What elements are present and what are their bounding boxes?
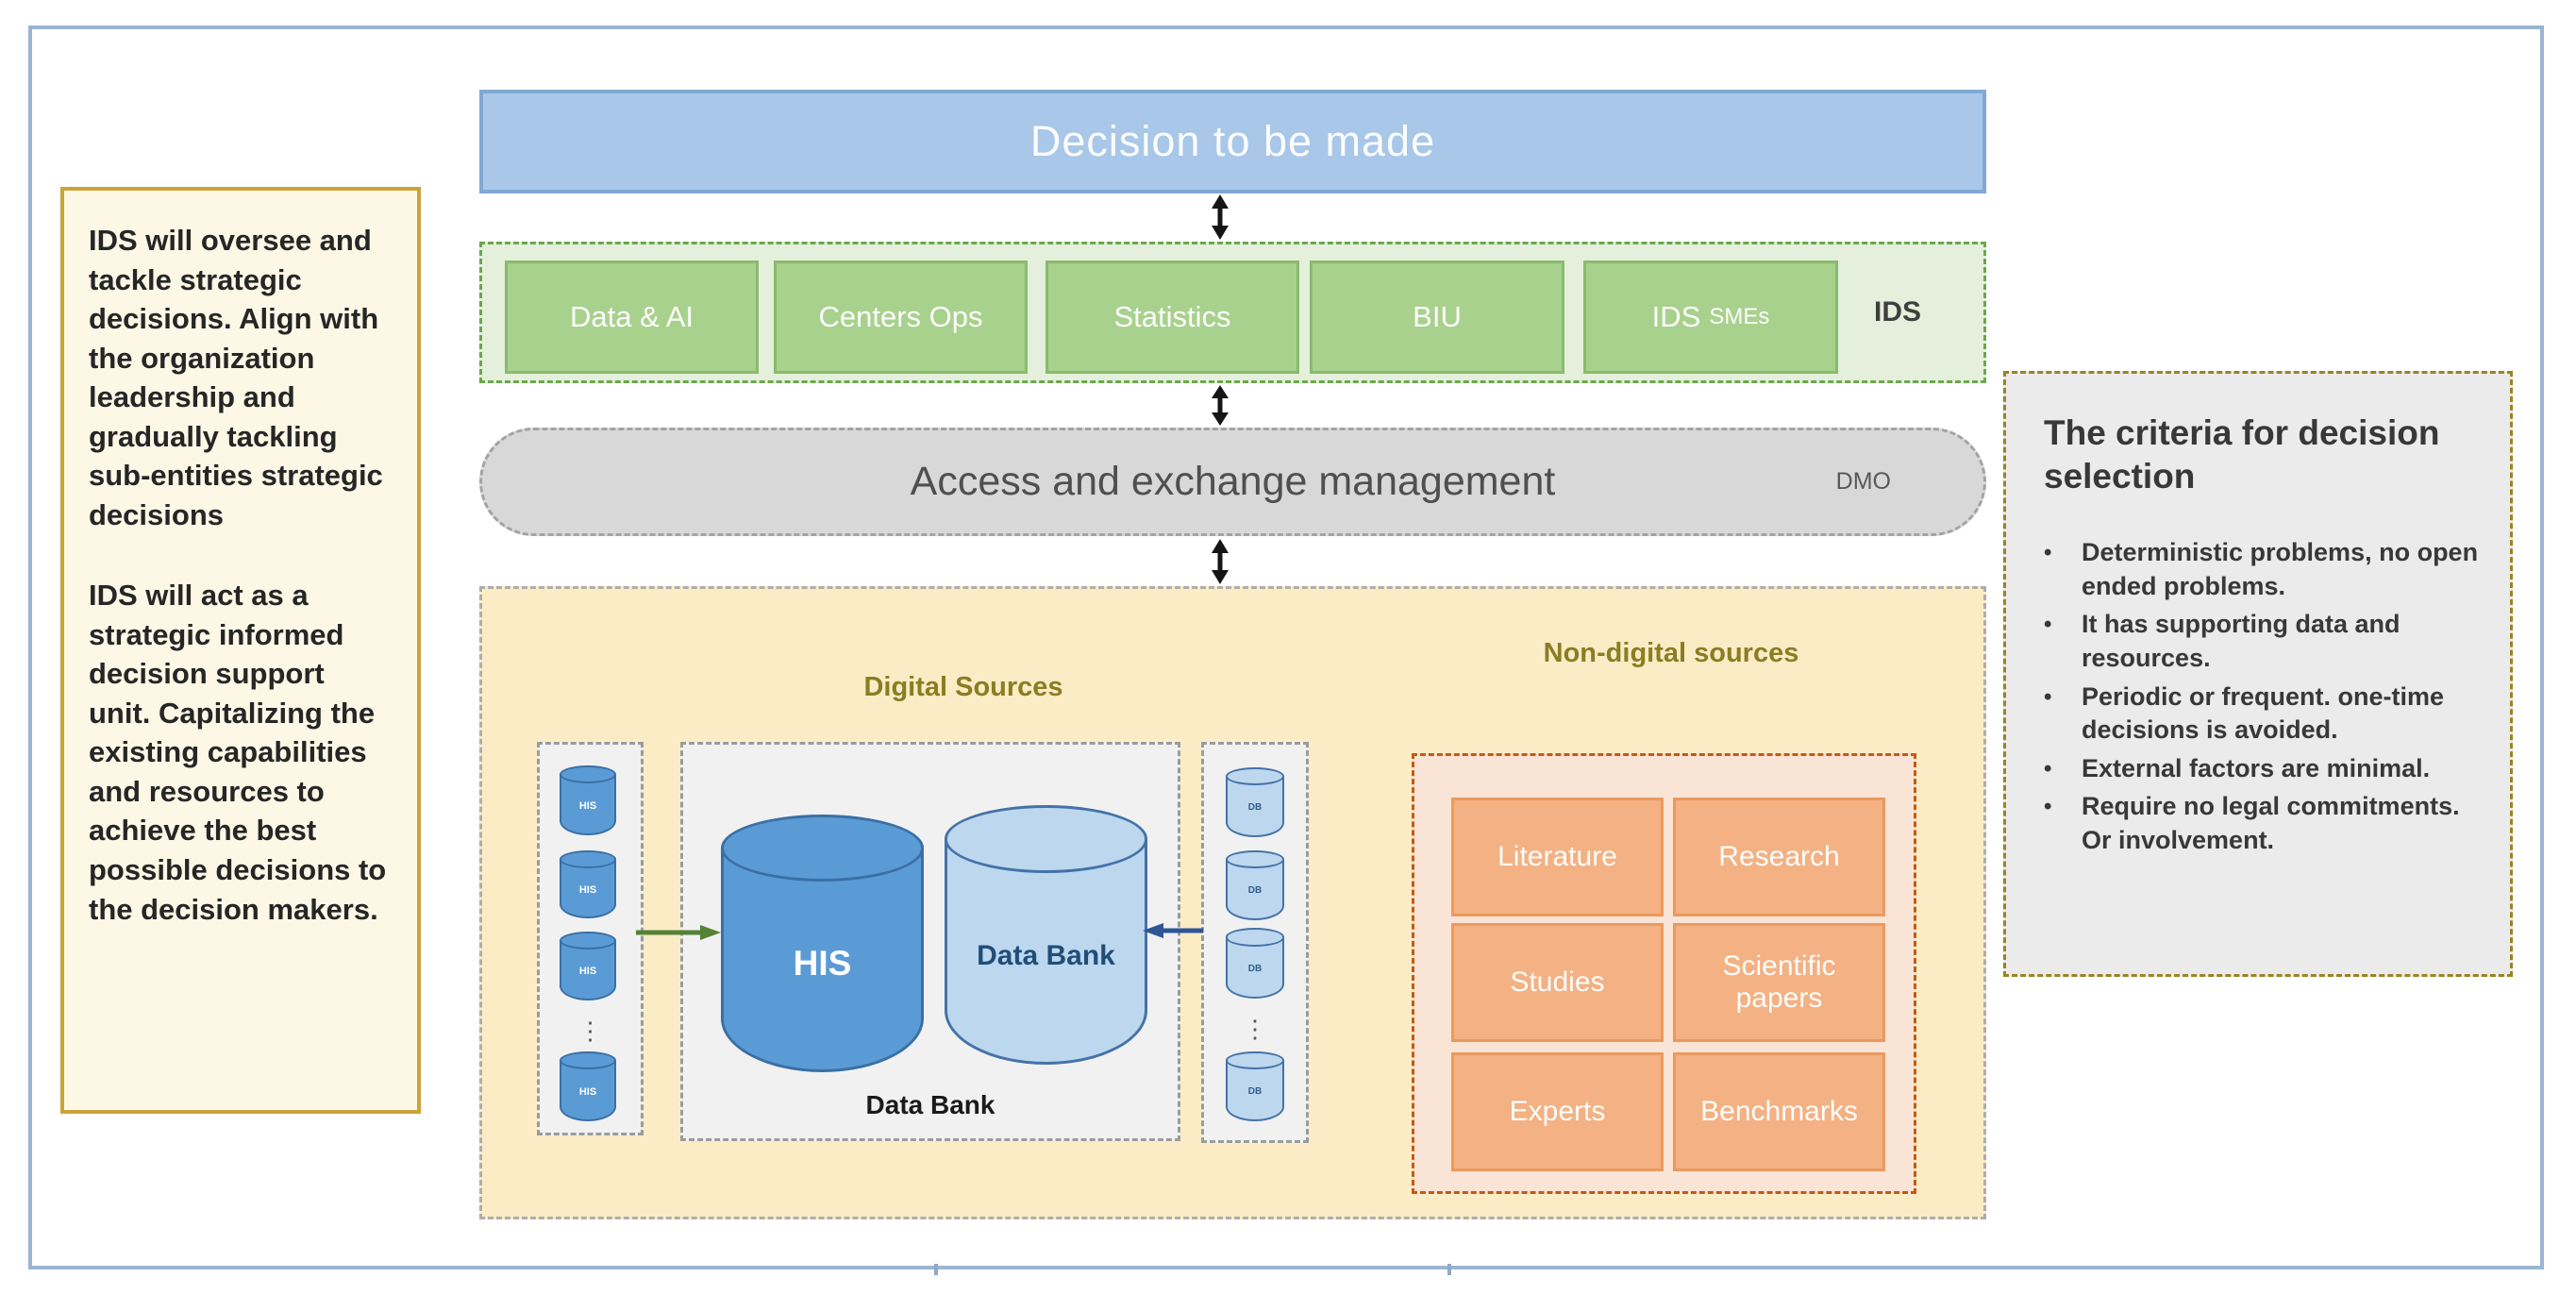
his-source-cylinder: HIS [560, 932, 616, 1000]
sources-container: Digital Sources Non-digital sources HIS … [479, 586, 1986, 1219]
source-box-benchmarks: Benchmarks [1673, 1052, 1885, 1171]
unit-label: IDS [1651, 300, 1701, 333]
decision-box: Decision to be made [479, 90, 1986, 193]
access-exchange-label: Access and exchange management [910, 459, 1556, 504]
non-digital-sources-label: Non-digital sources [1543, 638, 1799, 668]
criteria-bullet: • Deterministic problems, no open ended … [2044, 538, 2479, 600]
his-source-cylinder: HIS [560, 765, 616, 835]
decision-label: Decision to be made [1029, 117, 1436, 165]
db-source-cylinder: DB [1226, 767, 1284, 837]
unit-box-centers-ops: Centers Ops [774, 261, 1028, 374]
unit-box-statistics: Statistics [1045, 261, 1299, 374]
frame-seam-tick [934, 1264, 938, 1275]
unit-box-ids-smes: IDS SMEs [1583, 261, 1838, 374]
dmo-tag: DMO [1835, 468, 1891, 495]
source-box-literature: Literature [1451, 798, 1664, 916]
unit-label: Data & AI [570, 300, 694, 333]
access-exchange-box: Access and exchange management DMO [479, 428, 1986, 536]
source-box-studies: Studies [1451, 923, 1664, 1042]
his-source-stack: HIS HIS HIS ⋮ HIS [537, 742, 644, 1135]
source-box-experts: Experts [1451, 1052, 1664, 1171]
source-box-scientific-papers: Scientific papers [1673, 923, 1885, 1042]
db-source-cylinder: DB [1226, 1051, 1284, 1121]
his-source-cylinder: HIS [560, 1051, 616, 1121]
double-arrow-decision-ids [1212, 194, 1229, 240]
data-bank-box: HIS Data Bank Data Bank [680, 742, 1180, 1141]
db-source-stack: DB DB DB ⋮ DB [1201, 742, 1309, 1143]
ids-act-paragraph: IDS will act as a strategic informed dec… [89, 579, 387, 926]
non-digital-sources-box: Literature Research Studies Scientific p… [1412, 753, 1916, 1194]
digital-sources-label: Digital Sources [863, 672, 1063, 702]
data-bank-caption: Data Bank [865, 1090, 995, 1119]
ellipsis: ⋮ [577, 1017, 603, 1045]
unit-box-data-ai: Data & AI [505, 261, 759, 374]
ids-container-tag: IDS [1873, 296, 1921, 328]
double-arrow-dmo-sources [1212, 539, 1229, 584]
db-source-cylinder: DB [1226, 850, 1284, 920]
frame-seam-tick [1447, 1264, 1451, 1275]
criteria-bullet-list: • Deterministic problems, no open ended … [2044, 536, 2485, 863]
blue-flow-arrow [1143, 923, 1203, 938]
ids-oversee-paragraph: IDS will oversee and tackle strategic de… [89, 224, 383, 531]
ids-description-panel: IDS will oversee and tackle strategic de… [60, 187, 421, 1114]
ids-units-container: Data & AI Centers Ops Statistics BIU IDS… [479, 242, 1986, 383]
unit-label-sub: SMEs [1709, 304, 1770, 329]
his-cylinder: HIS [721, 815, 924, 1072]
criteria-title: The criteria for decision selection [2044, 413, 2440, 496]
double-arrow-ids-dmo [1212, 385, 1229, 426]
unit-label: Statistics [1113, 300, 1231, 333]
criteria-box: The criteria for decision selection • De… [2003, 371, 2513, 977]
outer-frame [28, 25, 2544, 1269]
ellipsis: ⋮ [1243, 1015, 1267, 1043]
source-box-research: Research [1673, 798, 1885, 916]
his-source-cylinder: HIS [560, 850, 616, 918]
data-bank-cylinder: Data Bank [945, 805, 1147, 1065]
criteria-bullet: • External factors are minimal. [2044, 753, 2431, 782]
unit-box-biu: BIU [1310, 261, 1564, 374]
unit-label: BIU [1413, 300, 1462, 333]
criteria-bullet: • It has supporting data and resources. [2044, 610, 2400, 672]
db-source-cylinder: DB [1226, 928, 1284, 999]
criteria-bullet: • Require no legal commitments. Or invol… [2044, 792, 2460, 854]
unit-label: Centers Ops [818, 300, 983, 333]
green-flow-arrow [636, 925, 721, 940]
criteria-bullet: • Periodic or frequent. one-time decisio… [2044, 681, 2445, 745]
